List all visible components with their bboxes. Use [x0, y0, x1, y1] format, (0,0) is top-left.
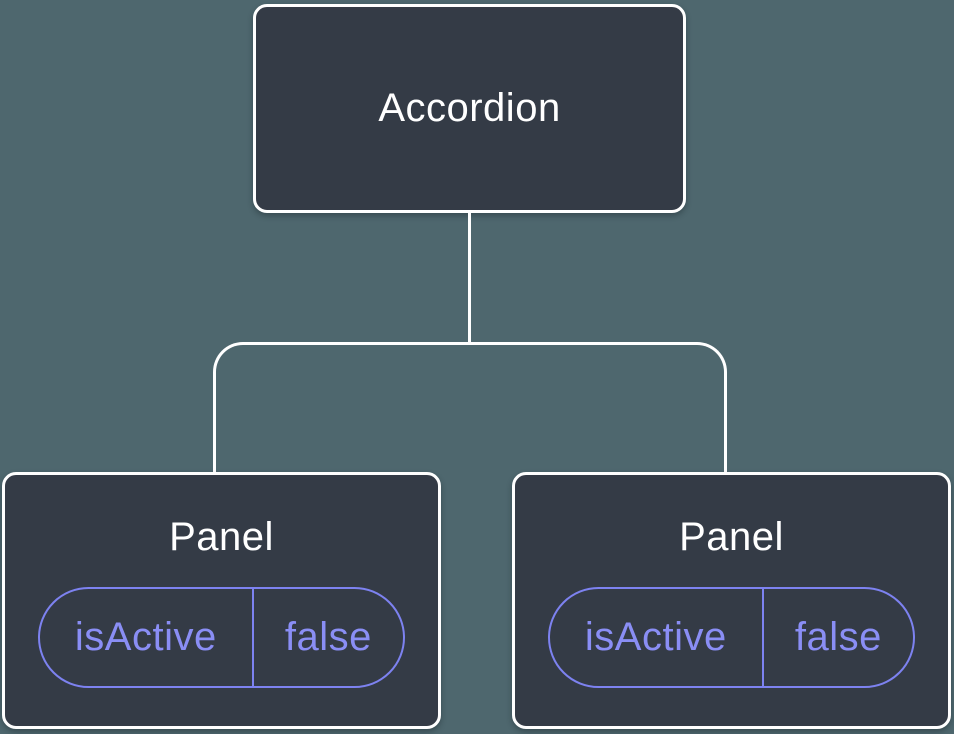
state-name-cell: isActive: [550, 589, 764, 686]
accordion-node: Accordion: [253, 4, 686, 213]
panel-node-right: Panel isActive false: [512, 472, 951, 729]
panel-right-state-name: isActive: [584, 615, 727, 659]
connector-branch-bracket: [213, 342, 727, 472]
state-value-cell: false: [764, 589, 913, 686]
state-value-cell: false: [254, 589, 403, 686]
panel-left-label: Panel: [169, 515, 274, 559]
panel-left-state-name: isActive: [74, 615, 217, 659]
panel-left-state-pill: isActive false: [38, 587, 405, 688]
accordion-node-label: Accordion: [378, 86, 561, 130]
panel-right-state-pill: isActive false: [548, 587, 915, 688]
panel-left-state-value: false: [284, 615, 372, 659]
panel-right-label: Panel: [679, 515, 784, 559]
panel-right-state-value: false: [794, 615, 882, 659]
state-name-cell: isActive: [40, 589, 254, 686]
connector-root-stem: [468, 210, 471, 345]
panel-node-left: Panel isActive false: [2, 472, 441, 729]
